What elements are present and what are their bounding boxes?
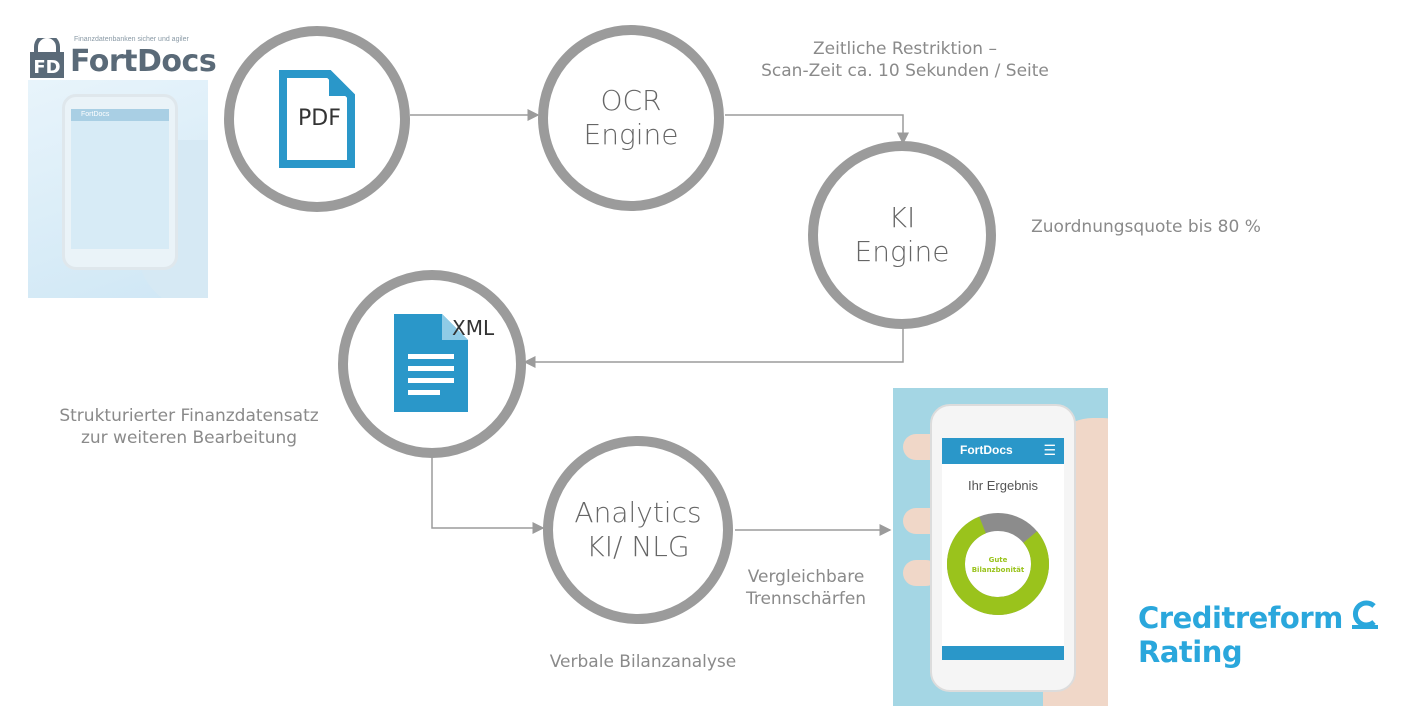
xml-node: XML	[338, 270, 526, 458]
restriction-line1: Zeitliche Restriktion –	[813, 39, 997, 59]
app-footer	[942, 646, 1064, 660]
fortdocs-lock-icon: FD	[30, 38, 64, 78]
rating-gauge: Gute Bilanzbonität	[947, 513, 1049, 615]
left-phone-image: FortDocs	[28, 80, 208, 298]
restriction-note: Zeitliche Restriktion – Scan-Zeit ca. 10…	[740, 38, 1070, 82]
phone-screen: FortDocs	[71, 109, 169, 249]
brand-line1: Creditreform	[1138, 601, 1343, 635]
phone: FortDocs	[62, 94, 178, 270]
arrow-ki-to-xml	[523, 318, 904, 368]
ocr-engine-label: Engine	[583, 118, 679, 151]
phone-app-bar: FortDocs	[71, 109, 169, 121]
brand-line2: Rating	[1138, 635, 1243, 669]
ocr-engine-node: OCR Engine	[538, 25, 724, 211]
creditreform-c-icon	[1352, 600, 1379, 629]
pdf-document-icon	[279, 70, 355, 168]
pdf-node: PDF	[224, 26, 410, 212]
quote-note: Zuordnungsquote bis 80 %	[1031, 217, 1261, 237]
creditreform-rating-logo: Creditreform Rating	[1138, 600, 1379, 669]
svg-text:FD: FD	[33, 57, 60, 78]
dataset-line1: Strukturierter Finanzdatensatz	[59, 406, 319, 426]
arrow-xml-to-analytics	[431, 452, 545, 534]
xml-document-icon	[394, 314, 468, 412]
phone: FortDocs ☰ Ihr Ergebnis Gute Bilanzbonit…	[930, 404, 1076, 692]
ki-nlg-label: KI/ NLG	[586, 530, 690, 563]
arrow-ocr-to-ki	[725, 114, 909, 145]
logo-tagline: Finanzdatenbanken sicher und agiler	[74, 36, 189, 43]
ki-engine-node: KI Engine	[808, 141, 996, 329]
verbal-note: Verbale Bilanzanalyse	[549, 652, 737, 672]
ki-engine-label: Engine	[854, 235, 950, 268]
gauge-label-1: Gute	[989, 556, 1008, 564]
restriction-line2: Scan-Zeit ca. 10 Sekunden / Seite	[761, 61, 1049, 81]
comparable-line2: Trennschärfen	[745, 589, 867, 609]
app-header: FortDocs ☰	[942, 438, 1064, 464]
dataset-note: Strukturierter Finanzdatensatz zur weite…	[30, 405, 348, 449]
dataset-line2: zur weiteren Bearbeitung	[80, 428, 298, 448]
analytics-node: Analytics KI/ NLG	[543, 436, 733, 624]
analytics-label: Analytics	[574, 496, 702, 529]
fortdocs-logo: FD Finanzdatenbanken sicher und agiler F…	[28, 36, 217, 80]
gauge-label-2: Bilanzbonität	[972, 566, 1025, 574]
comparable-line1: Vergleichbare	[747, 567, 865, 587]
ocr-label: OCR	[600, 84, 662, 117]
xml-label: XML	[452, 316, 495, 340]
comparable-note: Vergleichbare Trennschärfen	[722, 566, 890, 610]
ki-label: KI	[888, 201, 916, 234]
pdf-label: PDF	[298, 106, 341, 131]
menu-icon: ☰	[1043, 442, 1056, 458]
result-phone-image: FortDocs ☰ Ihr Ergebnis Gute Bilanzbonit…	[893, 388, 1108, 706]
logo-name: FortDocs	[70, 44, 217, 79]
phone-screen: FortDocs ☰ Ihr Ergebnis Gute Bilanzbonit…	[942, 438, 1064, 660]
result-title: Ihr Ergebnis	[967, 478, 1039, 493]
app-name: FortDocs	[960, 443, 1013, 457]
